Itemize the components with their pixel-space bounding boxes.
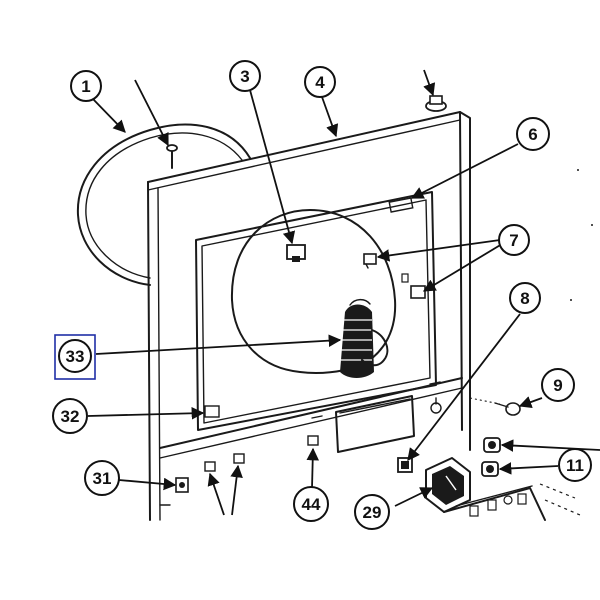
callout-44: 44 [293, 486, 329, 522]
callout-11-label: 11 [566, 456, 584, 475]
knob-top-right [425, 95, 447, 112]
leader-7b [422, 243, 503, 292]
screw-icon [166, 144, 178, 169]
callout-33-label: 33 [66, 347, 85, 366]
callout-11: 11 [558, 448, 592, 482]
door-circle [230, 209, 397, 375]
leader-10 [500, 439, 600, 452]
front-panel [147, 111, 471, 521]
callout-8: 8 [509, 282, 541, 314]
leader-9 [518, 396, 543, 409]
leader-1 [91, 97, 126, 133]
callout-4: 4 [304, 66, 336, 98]
callout-33: 33 [54, 334, 96, 380]
callout-9-label: 9 [553, 376, 562, 395]
callout-6: 6 [516, 117, 550, 151]
callout-32-label: 32 [61, 407, 80, 426]
leader-lower-a [207, 472, 225, 516]
clip-upper [363, 253, 377, 269]
leader-31 [118, 477, 177, 491]
leader-33 [95, 334, 342, 355]
hinge-assembly [340, 298, 389, 378]
inner-frame [195, 191, 437, 431]
callout-3-label: 3 [240, 67, 249, 86]
callout-8-label: 8 [520, 289, 529, 308]
leader-7a [376, 239, 501, 262]
leader-44 [306, 447, 320, 489]
switch-8 [397, 457, 413, 473]
leader-6 [410, 143, 519, 199]
leader-32 [87, 406, 205, 420]
knob-11 [481, 461, 499, 477]
callout-31-label: 31 [93, 469, 112, 488]
callout-6-label: 6 [528, 125, 537, 144]
callout-7: 7 [498, 224, 530, 256]
screw-9 [494, 402, 521, 416]
knob-10 [483, 437, 501, 453]
callout-4-label: 4 [315, 73, 325, 92]
callout-31: 31 [84, 460, 120, 496]
leader-knob [423, 69, 436, 97]
callout-3: 3 [229, 60, 261, 92]
control-strip [175, 381, 442, 493]
callout-29-label: 29 [363, 503, 382, 522]
callout-44-label: 44 [302, 495, 321, 514]
selection-box [54, 334, 96, 380]
callout-1: 1 [70, 70, 102, 102]
leader-4 [321, 96, 339, 138]
callout-32: 32 [52, 398, 88, 434]
leader-8 [407, 313, 521, 461]
leader-screw [134, 79, 169, 147]
leader-lower-b [230, 464, 243, 516]
drum-ring [76, 123, 251, 286]
leader-3 [249, 89, 296, 245]
leader-29 [394, 487, 434, 507]
clip-lower [401, 273, 426, 299]
leader-11 [498, 462, 559, 475]
latch-block [286, 244, 306, 262]
dotted-marks [570, 169, 593, 301]
callout-7-label: 7 [509, 231, 518, 250]
callout-9: 9 [541, 368, 575, 402]
circuit-board [443, 397, 581, 521]
callout-1-label: 1 [81, 77, 90, 96]
callout-29: 29 [354, 494, 390, 530]
